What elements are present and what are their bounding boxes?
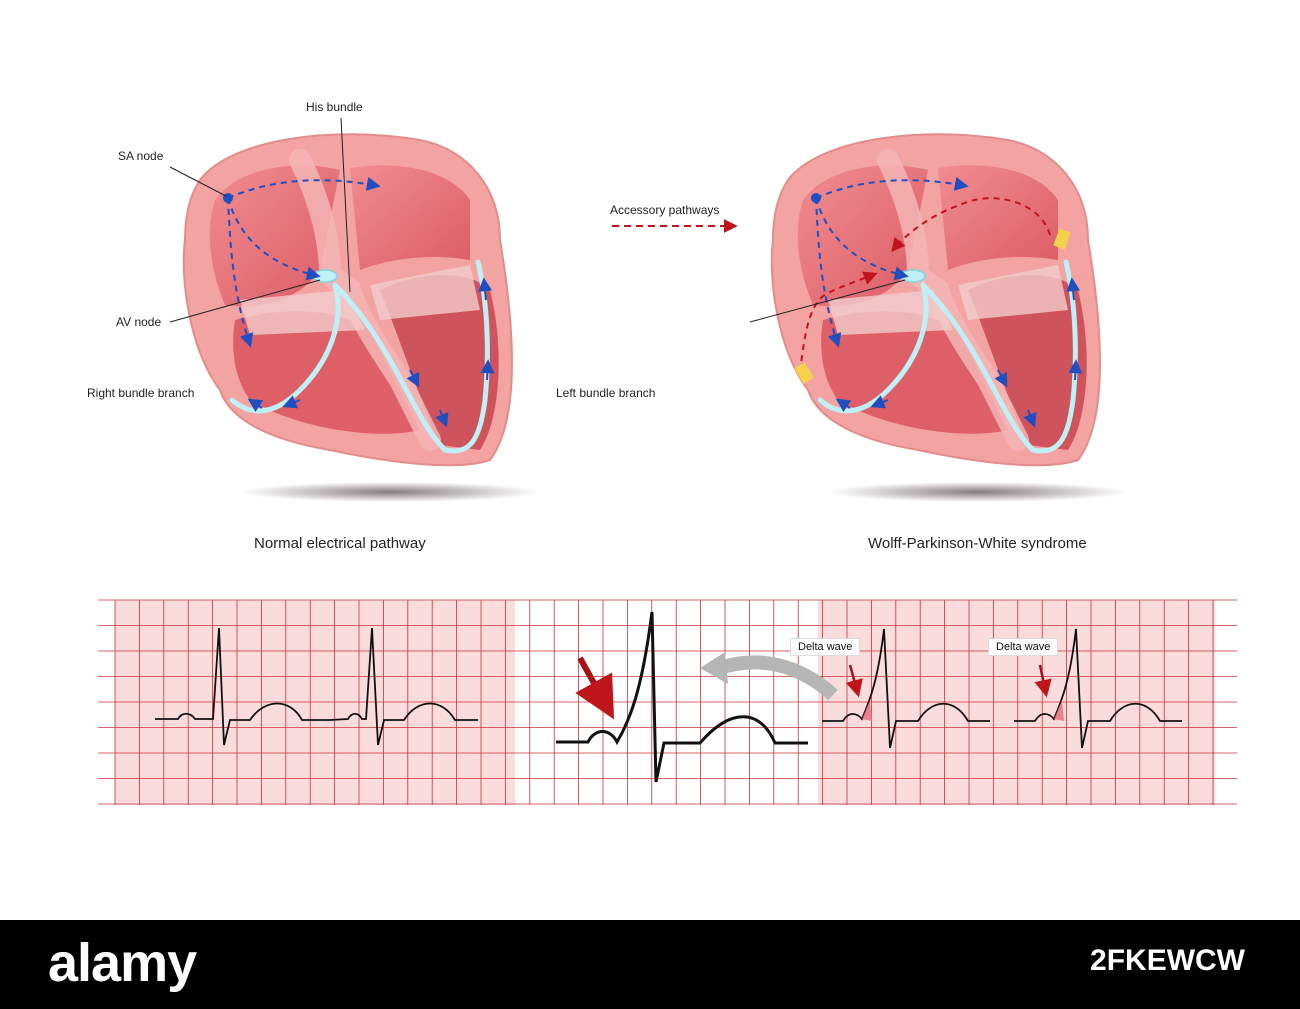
footer-image-code: 2FKEWCW (1090, 944, 1245, 977)
normal-conduction-arrows (227, 177, 381, 348)
footer-bar: alamy 2FKEWCW (0, 920, 1300, 1009)
label-av-node: AV node (116, 315, 162, 329)
wpw-branch-arrows (835, 277, 1083, 428)
footer-brand: alamy (48, 933, 197, 993)
zoom-gray-arrow (717, 655, 838, 701)
wpw-av-leader-line (749, 279, 906, 323)
caption-normal: Normal electrical pathway (254, 535, 426, 552)
ecg-trace-wpw (822, 628, 1182, 749)
zoom-delta-arrow (575, 656, 615, 720)
ecg-grid-background (115, 600, 1215, 805)
heart-shadow-right (828, 482, 1128, 502)
delta-wave-label-1: Delta wave (790, 638, 861, 656)
normal-leader-lines (169, 117, 351, 323)
normal-heart-illustration (184, 134, 512, 465)
wpw-accessory-arrows (799, 197, 1051, 373)
label-right-bundle-branch: Right bundle branch (87, 386, 195, 400)
wpw-conduction-arrows (815, 177, 969, 348)
delta-wave-label-2: Delta wave (988, 638, 1059, 656)
label-his-bundle: His bundle (306, 100, 363, 114)
ecg-trace-normal (155, 627, 478, 746)
label-sa-node: SA node (118, 149, 164, 163)
label-left-bundle-branch: Left bundle branch (556, 386, 656, 400)
wpw-accessory-markers (794, 228, 1071, 384)
wpw-heart-illustration (772, 134, 1100, 465)
delta-wave-arrows (845, 664, 1052, 698)
ecg-grid-lines (98, 599, 1237, 805)
normal-branch-arrows (247, 277, 495, 428)
caption-wpw: Wolff-Parkinson-White syndrome (868, 535, 1087, 552)
delta-wave-highlights (862, 700, 1064, 721)
sa-node-marker (223, 193, 233, 203)
heart-shadow-left (240, 482, 540, 502)
ecg-trace-wpw-zoom (556, 611, 808, 783)
label-accessory-pathways: Accessory pathways (610, 203, 720, 217)
